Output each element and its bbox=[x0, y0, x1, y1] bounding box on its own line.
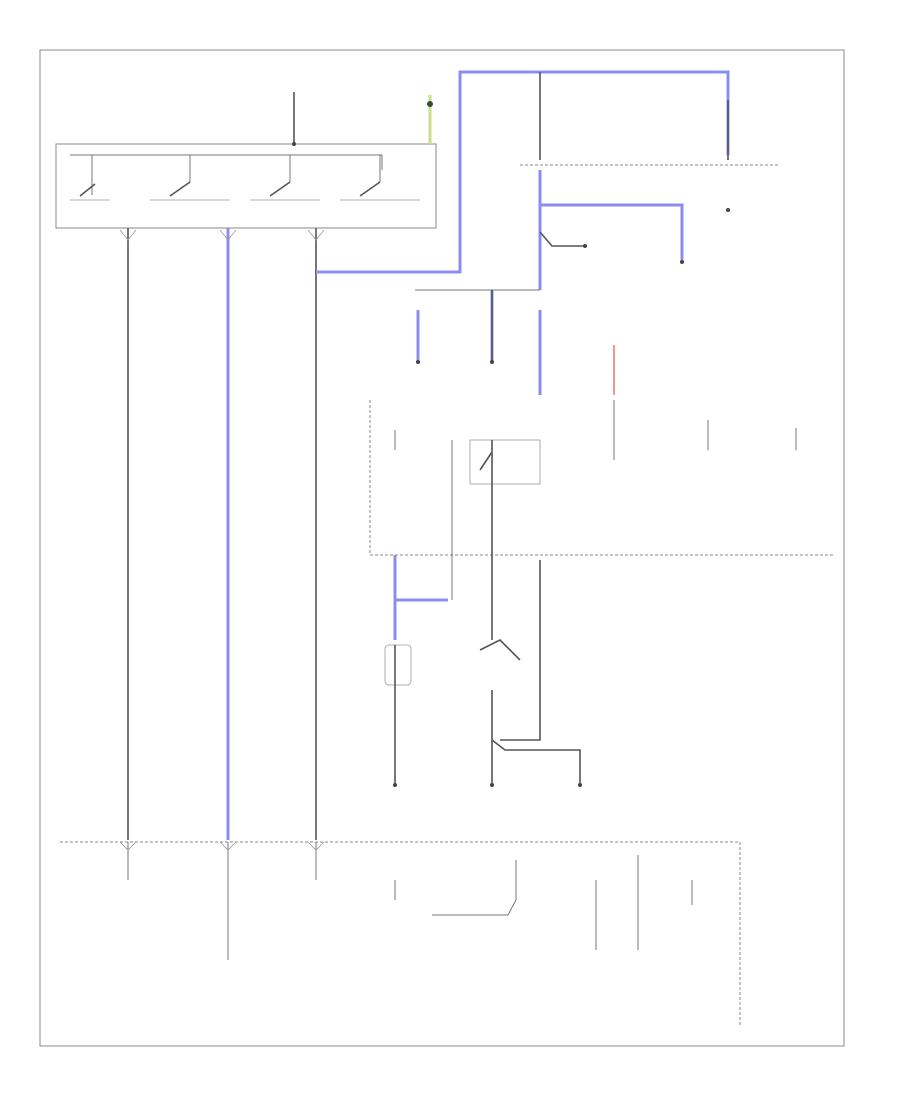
fuse-node bbox=[427, 101, 433, 107]
bottom-block-boundary bbox=[60, 841, 741, 1025]
switch-taps bbox=[91, 155, 381, 195]
node bbox=[578, 783, 582, 787]
terminal-marks-bottom bbox=[119, 841, 325, 851]
component-switch bbox=[479, 639, 521, 661]
right-branch-blue bbox=[540, 203, 684, 262]
node bbox=[490, 783, 494, 787]
bottom-drops bbox=[127, 842, 693, 960]
ignition-switch bbox=[55, 143, 437, 229]
node bbox=[490, 360, 494, 364]
switch-contacts bbox=[79, 181, 381, 197]
lower-right-run bbox=[500, 560, 541, 741]
lower-drops bbox=[394, 690, 493, 785]
junction-block-boundary bbox=[369, 400, 835, 556]
node bbox=[416, 360, 420, 364]
node bbox=[680, 260, 684, 264]
terminal-marks-top bbox=[119, 229, 325, 241]
outer-frame bbox=[39, 49, 845, 1047]
switch-bus-line bbox=[70, 154, 383, 170]
junction-drops bbox=[394, 400, 797, 460]
ignition-switch-box bbox=[55, 143, 437, 229]
node bbox=[583, 244, 587, 248]
bottom-cross bbox=[432, 899, 517, 916]
component-left bbox=[384, 644, 412, 686]
node bbox=[726, 208, 730, 212]
relay-contact bbox=[479, 440, 493, 600]
node bbox=[292, 142, 296, 146]
drops-blue bbox=[416, 290, 542, 395]
relay-box bbox=[469, 439, 541, 485]
branch-right-lower bbox=[491, 739, 581, 785]
blue-main-run bbox=[316, 70, 730, 274]
node bbox=[393, 783, 397, 787]
branch-to-right bbox=[539, 231, 585, 247]
